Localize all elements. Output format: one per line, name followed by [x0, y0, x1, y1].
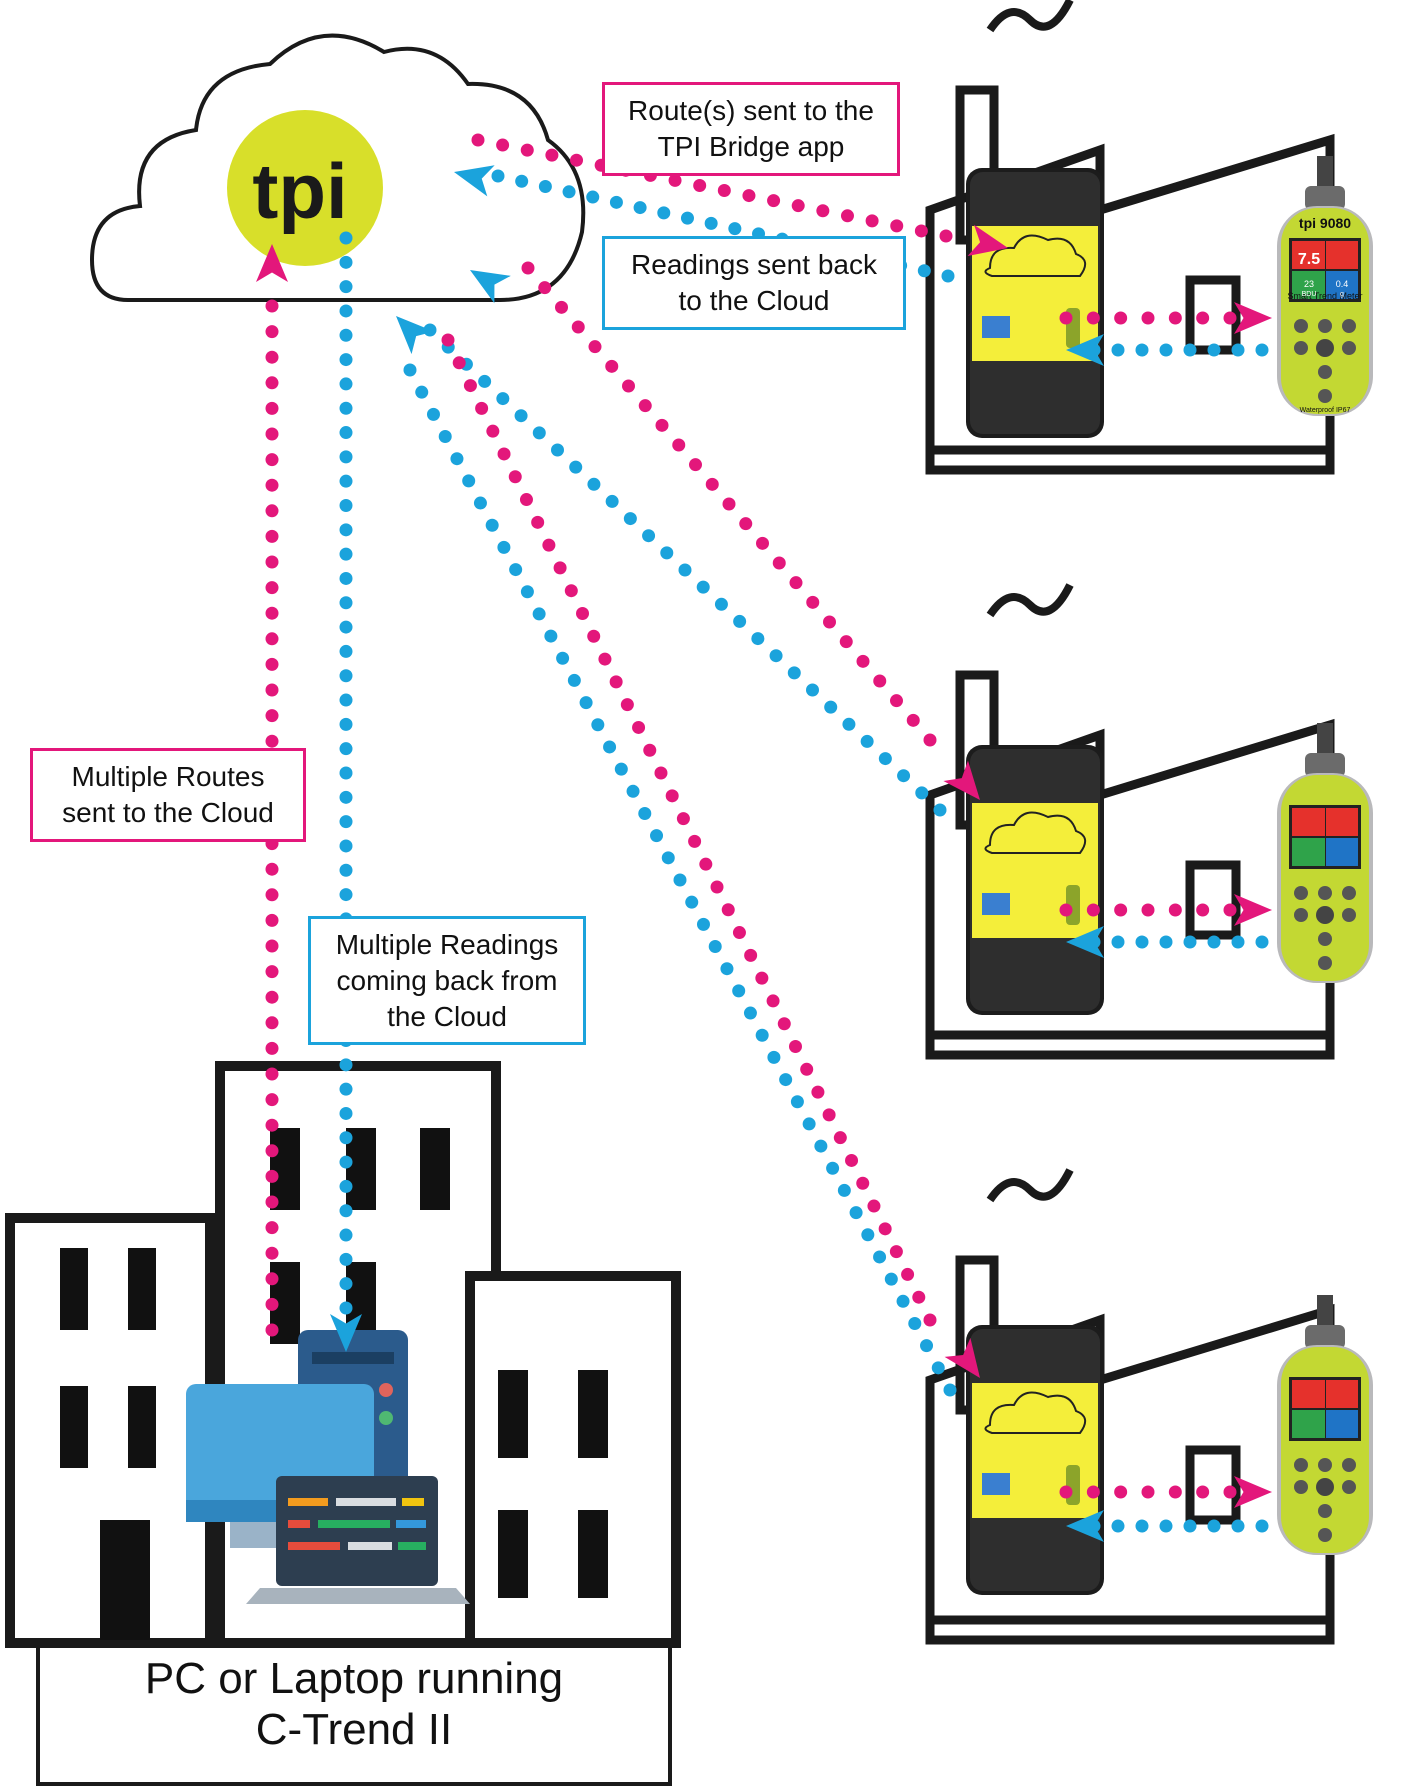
reading-from-meter-3-dots	[1088, 1520, 1269, 1533]
trend-meter-icon	[1277, 723, 1373, 983]
tpi-logo-icon: tpi	[227, 110, 383, 266]
reading-from-meter-2-dots	[1088, 936, 1269, 949]
meter-brand: tpi	[1299, 215, 1316, 231]
meter-title: Smart Trend Meter	[1287, 291, 1362, 301]
route-to-phone-3-dots	[442, 334, 937, 1327]
meter-footer: Waterproof IP67	[1300, 407, 1351, 414]
svg-text:tpi 9080: tpi 9080	[1299, 215, 1351, 231]
svg-text:tpi: tpi	[252, 147, 347, 235]
trend-meter-icon	[1277, 1295, 1373, 1555]
meter-unit-bdu: BDU	[1302, 291, 1317, 298]
trend-meter-icon	[1277, 156, 1373, 416]
meter-reading-bdu: 23	[1304, 279, 1314, 289]
route-to-phone-2-dots	[522, 262, 937, 747]
meter-model: 9080	[1320, 215, 1351, 231]
smartphone-icon	[966, 168, 1104, 438]
smartphone-icon	[966, 1325, 1104, 1595]
smartphone-icon	[966, 745, 1104, 1015]
meter-reading-g: 0.4	[1336, 279, 1349, 289]
meter-unit-g: g	[1340, 291, 1344, 298]
meter-reading-big: 7.5	[1298, 251, 1320, 268]
reading-from-phone-2-dots	[424, 324, 947, 817]
reading-from-meter-1-dots	[1088, 344, 1269, 357]
